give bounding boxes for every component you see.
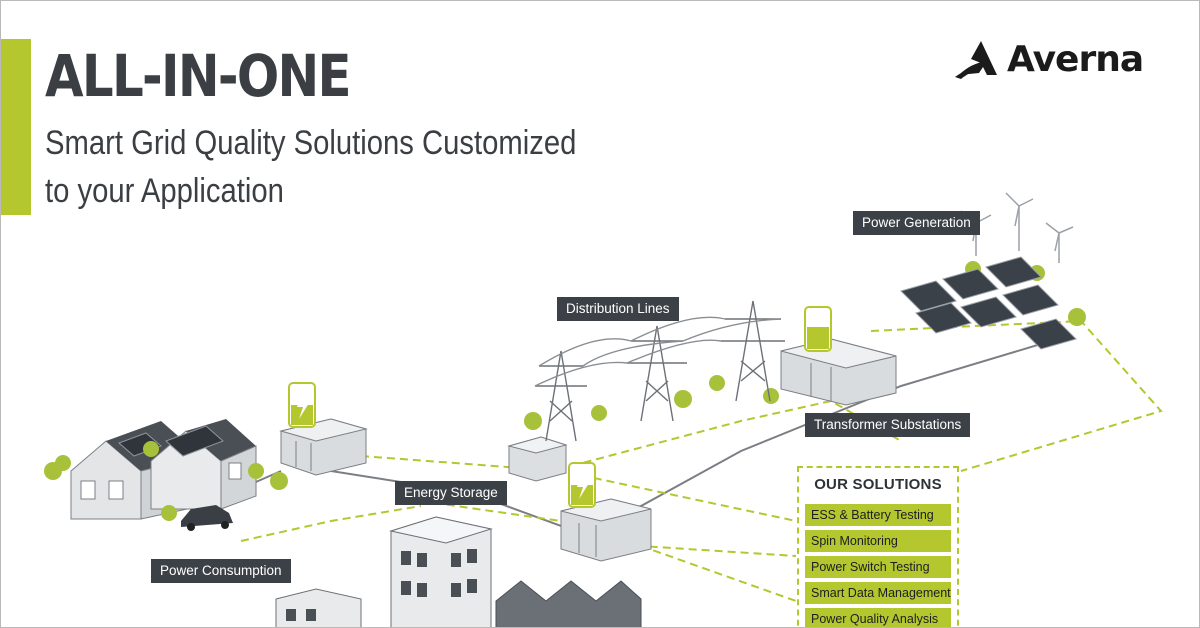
factory-icon [495,580,642,627]
energy-storage-unit-2 [560,462,652,562]
solution-item: Power Quality Analysis [805,608,951,627]
brand-logo: Averna [953,35,1144,83]
tower-1 [535,350,587,442]
electric-car-icon [181,505,233,531]
solution-item: Spin Monitoring [805,530,951,552]
subheadline: Smart Grid Quality Solutions Customized … [45,119,647,215]
subheadline-line-2: to your Application [45,172,284,210]
subheadline-line-1: Smart Grid Quality Solutions Customized [45,124,577,162]
solutions-box: OUR SOLUTIONS ESS & Battery Testing Spin… [797,466,959,627]
label-power-generation: Power Generation [853,211,980,235]
solar-panels [900,256,1077,350]
small-substation-icon [507,436,568,482]
house-2-icon [150,419,257,510]
transformer-substation-icon [780,306,897,406]
solutions-title: OUR SOLUTIONS [814,476,942,493]
tower-3 [721,300,785,402]
transmission-towers [534,300,785,442]
label-power-consumption: Power Consumption [151,559,291,583]
label-energy-storage: Energy Storage [395,481,507,505]
solution-item: Smart Data Management [805,582,951,604]
energy-storage-unit-1 [279,382,368,476]
headline: ALL-IN-ONE [45,42,352,110]
solution-item: Power Switch Testing [805,556,951,578]
accent-bar [1,39,31,215]
brand-name: Averna [1007,38,1144,80]
label-transformer-substations: Transformer Substations [805,413,971,437]
solution-item: ESS & Battery Testing [805,504,951,526]
tower-2 [627,325,687,422]
data-link-lines [240,319,1163,602]
office-building-icon [389,516,493,627]
averna-logo-icon [955,41,997,79]
low-building-icon [275,588,362,627]
label-distribution-lines: Distribution Lines [557,297,679,321]
